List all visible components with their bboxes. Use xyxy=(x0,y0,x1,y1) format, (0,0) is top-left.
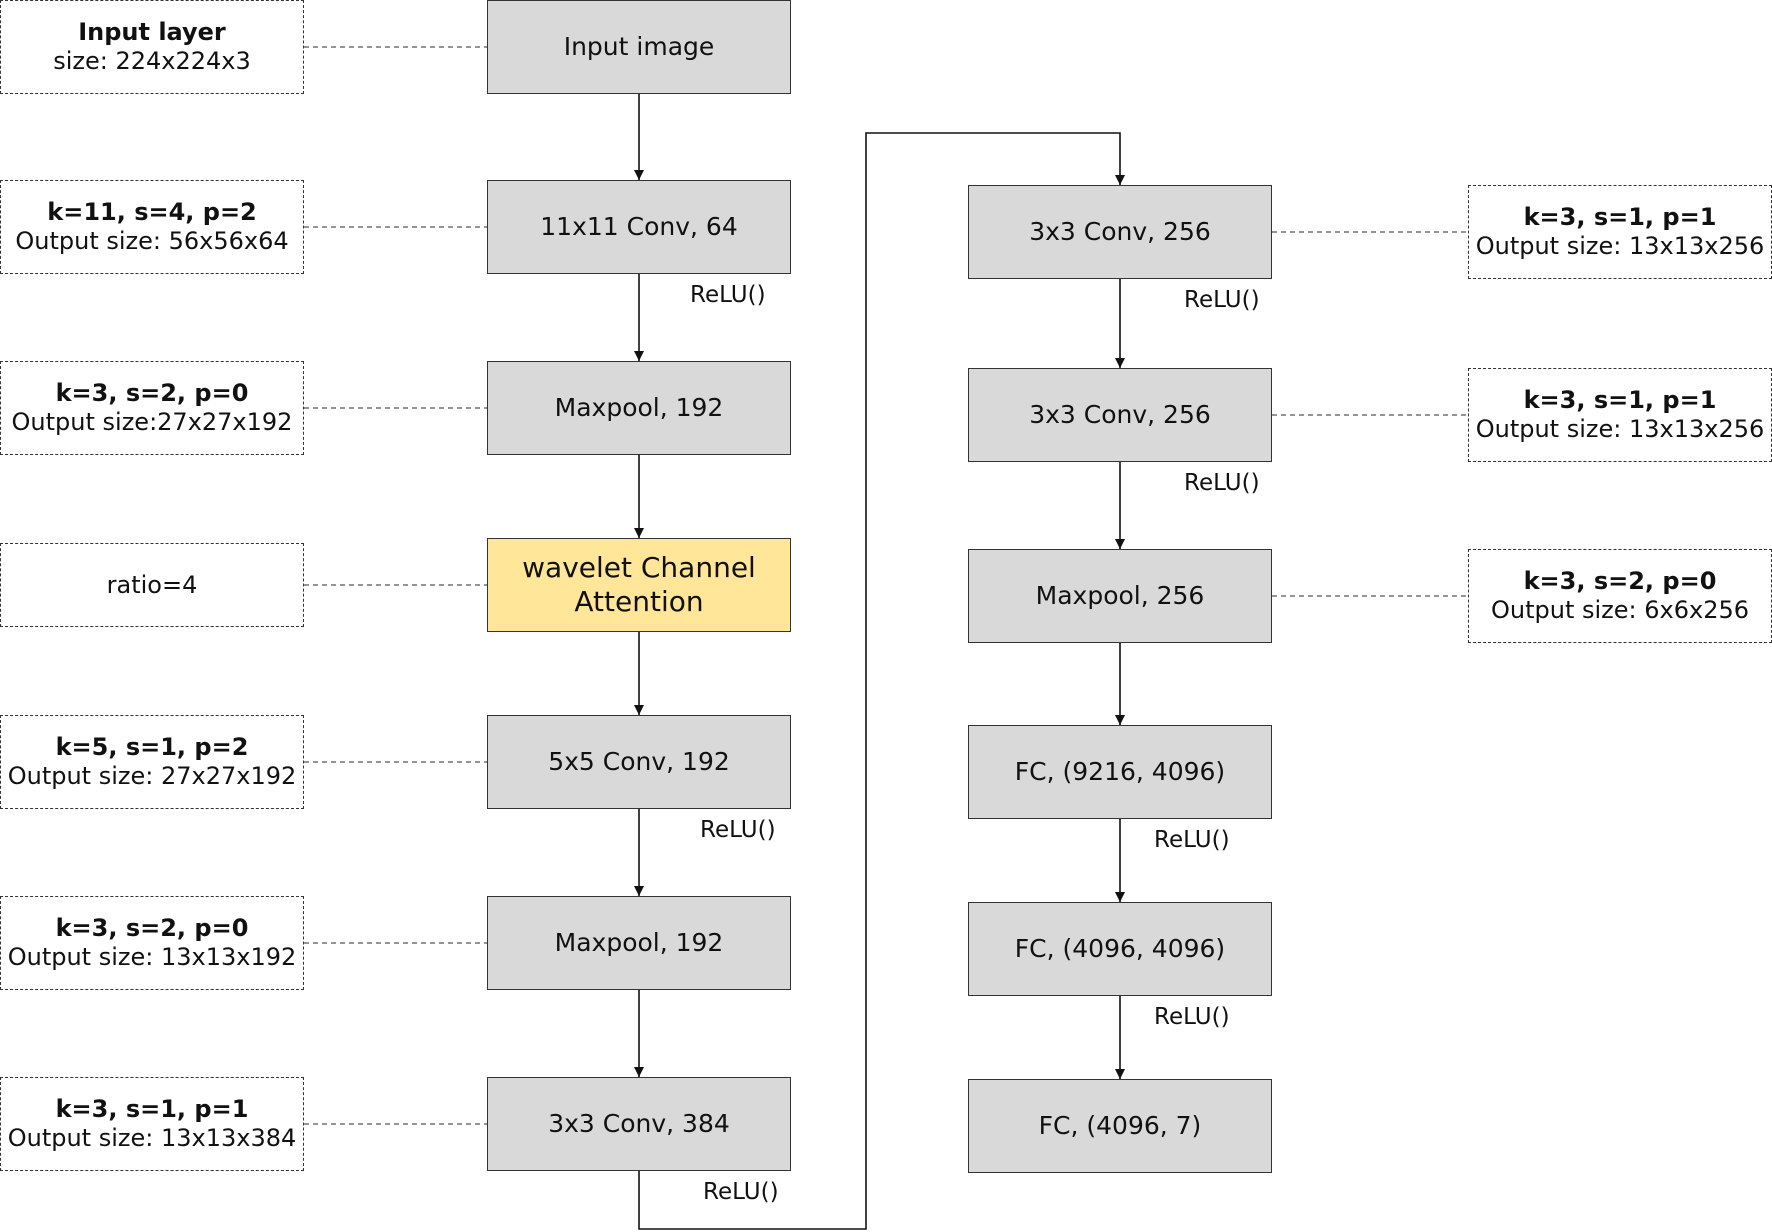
conv3-activation-label: ReLU() xyxy=(703,1179,779,1205)
maxpool2-block: Maxpool, 192 xyxy=(487,896,791,990)
note-detail: Output size: 13x13x256 xyxy=(1475,232,1765,260)
note-heading: Input layer xyxy=(78,18,226,47)
fc3-block: FC, (4096, 7) xyxy=(968,1079,1272,1173)
wavelet-attention-block: wavelet Channel Attention xyxy=(487,538,791,632)
note-heading: k=3, s=2, p=0 xyxy=(55,914,249,943)
conv2-block: 5x5 Conv, 192 xyxy=(487,715,791,809)
fc2-block: FC, (4096, 4096) xyxy=(968,902,1272,996)
input-image-label: Input image xyxy=(563,32,715,61)
note-detail: Output size: 6x6x256 xyxy=(1491,596,1749,624)
conv1-label: 11x11 Conv, 64 xyxy=(540,212,738,241)
conv2-activation-label: ReLU() xyxy=(700,817,776,843)
input-image-block: Input image xyxy=(487,0,791,94)
maxpool2-label: Maxpool, 192 xyxy=(554,928,724,957)
note-heading: k=3, s=1, p=1 xyxy=(55,1095,249,1124)
note-heading: k=3, s=1, p=1 xyxy=(1523,203,1717,232)
conv5-block: 3x3 Conv, 256 xyxy=(968,368,1272,462)
note-heading: k=11, s=4, p=2 xyxy=(47,198,257,227)
note-detail: Output size: 13x13x256 xyxy=(1475,415,1765,443)
note-heading: k=3, s=2, p=0 xyxy=(1523,567,1717,596)
note-detail: Output size:27x27x192 xyxy=(11,408,293,436)
wavelet-attention-label: wavelet Channel Attention xyxy=(522,551,756,618)
conv4-activation-label: ReLU() xyxy=(1184,287,1260,313)
conv3-block: 3x3 Conv, 384 xyxy=(487,1077,791,1171)
conv1-block: 11x11 Conv, 64 xyxy=(487,180,791,274)
fc1-label: FC, (9216, 4096) xyxy=(1014,757,1226,786)
note-detail: Output size: 13x13x192 xyxy=(7,943,297,971)
note-detail: Output size: 13x13x384 xyxy=(7,1124,297,1152)
conv5-label: 3x3 Conv, 256 xyxy=(1029,400,1211,429)
conv3-label: 3x3 Conv, 384 xyxy=(548,1109,730,1138)
note-detail: Output size: 27x27x192 xyxy=(7,762,297,790)
conv2-label: 5x5 Conv, 192 xyxy=(548,747,730,776)
note-detail: size: 224x224x3 xyxy=(53,47,251,75)
maxpool3-label: Maxpool, 256 xyxy=(1035,581,1205,610)
note-detail: ratio=4 xyxy=(106,570,198,599)
fc1-block: FC, (9216, 4096) xyxy=(968,725,1272,819)
conv4-block: 3x3 Conv, 256 xyxy=(968,185,1272,279)
conv1-activation-label: ReLU() xyxy=(690,282,766,308)
wavelet-attention-parameter-note: ratio=4 xyxy=(0,543,304,627)
maxpool1-block: Maxpool, 192 xyxy=(487,361,791,455)
fc2-label: FC, (4096, 4096) xyxy=(1014,934,1226,963)
fc2-activation-label: ReLU() xyxy=(1154,1004,1230,1030)
note-heading: k=3, s=2, p=0 xyxy=(55,379,249,408)
note-detail: Output size: 56x56x64 xyxy=(15,227,289,255)
note-heading: k=5, s=1, p=2 xyxy=(55,733,249,762)
conv5-activation-label: ReLU() xyxy=(1184,470,1260,496)
conv4-label: 3x3 Conv, 256 xyxy=(1029,217,1211,246)
fc3-label: FC, (4096, 7) xyxy=(1038,1111,1202,1140)
column-connector-arrow xyxy=(638,132,1125,1230)
maxpool1-label: Maxpool, 192 xyxy=(554,393,724,422)
note-heading: k=3, s=1, p=1 xyxy=(1523,386,1717,415)
fc1-activation-label: ReLU() xyxy=(1154,827,1230,853)
maxpool3-block: Maxpool, 256 xyxy=(968,549,1272,643)
